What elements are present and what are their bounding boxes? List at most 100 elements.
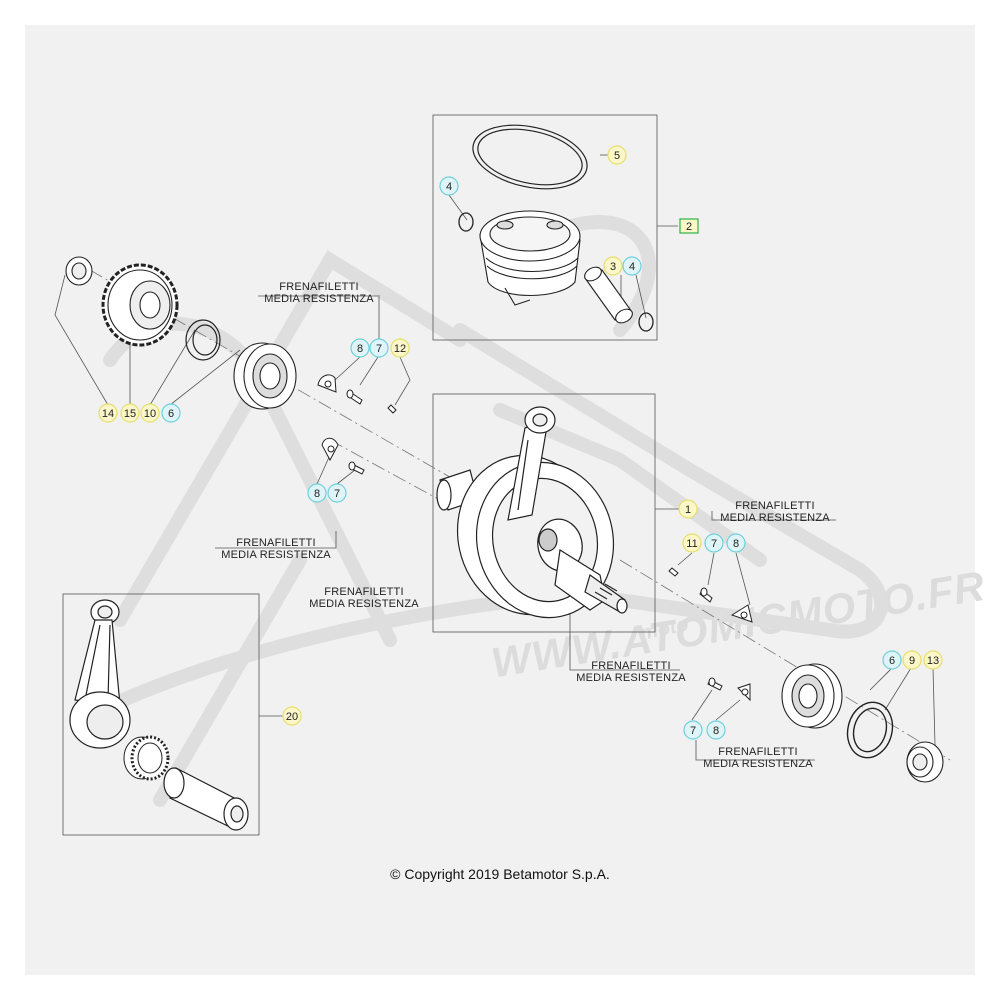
part-badge-key-top: 12 <box>390 338 410 358</box>
part-badge-conrod-kit: 20 <box>282 706 302 726</box>
conrod <box>69 599 131 749</box>
part-badge-shape <box>923 650 943 670</box>
part-badge-shape <box>704 533 724 553</box>
part-badge-shape <box>390 338 410 358</box>
part-badge-seal-left: 10 <box>140 403 160 423</box>
part-badge-plate-mid: 8 <box>307 483 327 503</box>
piston <box>479 210 581 306</box>
part-badge-number: 20 <box>286 711 298 723</box>
part-badge-number: 13 <box>927 655 939 667</box>
part-badge-seal-right: 9 <box>902 650 922 670</box>
crank-pin <box>163 767 249 831</box>
part-badge-bearing-right: 6 <box>882 650 902 670</box>
part-badge-number: 6 <box>168 408 174 420</box>
nut-left <box>65 256 93 286</box>
note-center: FRENAFILETTI MEDIA RESISTENZA <box>302 586 426 610</box>
part-badge-shape <box>369 338 389 358</box>
part-badge-plate-bottom: 8 <box>706 720 726 740</box>
bearing-right <box>781 663 843 729</box>
part-badge-shape <box>682 533 702 553</box>
circlips <box>458 212 654 332</box>
part-badge-screw-bottom: 7 <box>683 720 703 740</box>
part-badge-circlip-right: 4 <box>622 256 642 276</box>
part-badge-number: 15 <box>124 408 136 420</box>
part-badge-number: 9 <box>909 655 915 667</box>
part-badge-nut-left: 14 <box>98 403 118 423</box>
part-badge-piston-kit: 2 <box>679 218 699 234</box>
part-badge-number: 11 <box>686 538 697 550</box>
part-badge-shape <box>120 403 140 423</box>
part-badge-shape <box>683 720 703 740</box>
part-badge-screw-right: 7 <box>704 533 724 553</box>
note-top-line1: FRENAFILETTI <box>279 281 359 293</box>
leader-lines <box>54 154 936 761</box>
part-badge-number: 8 <box>713 725 719 737</box>
part-badge-shape <box>679 218 699 234</box>
part-badge-plate-right: 8 <box>726 533 746 553</box>
part-badge-shape <box>98 403 118 423</box>
note-lower-center-line1: FRENAFILETTI <box>591 660 671 672</box>
part-badge-piston-pin: 3 <box>603 256 623 276</box>
seal-right <box>846 701 894 759</box>
part-badge-number: 8 <box>733 538 739 550</box>
gear <box>101 263 179 347</box>
part-badge-shape <box>307 483 327 503</box>
group-boxes <box>62 114 658 836</box>
part-badge-number: 5 <box>614 150 620 162</box>
part-badge-bearing-left: 6 <box>161 403 181 423</box>
part-badge-number: 7 <box>376 343 382 355</box>
part-badge-screw-top: 7 <box>369 338 389 358</box>
bearing-left <box>233 342 297 410</box>
note-lower-center-line2: MEDIA RESISTENZA <box>576 672 686 684</box>
part-badge-piston-ring: 5 <box>607 145 627 165</box>
crankshaft-conrod <box>507 406 556 521</box>
part-badge-shape <box>282 706 302 726</box>
needle-bearing <box>123 735 170 781</box>
note-mid-left: FRENAFILETTI MEDIA RESISTENZA <box>214 537 338 561</box>
part-badge-shape <box>140 403 160 423</box>
part-badge-number: 7 <box>711 538 717 550</box>
part-badge-circlip-left: 4 <box>439 176 459 196</box>
piston-ring <box>472 124 588 190</box>
part-badge-shape <box>622 256 642 276</box>
note-mid-left-line1: FRENAFILETTI <box>236 537 316 549</box>
part-badge-number: 6 <box>889 655 895 667</box>
part-badge-number: 7 <box>334 488 340 500</box>
note-right-line1: FRENAFILETTI <box>735 500 815 512</box>
part-badge-screw-mid: 7 <box>327 483 347 503</box>
part-badge-number: 4 <box>446 181 452 193</box>
note-bottom-right-line2: MEDIA RESISTENZA <box>703 758 813 770</box>
part-badge-number: 8 <box>314 488 320 500</box>
nut-right <box>906 741 944 783</box>
part-badge-number: 14 <box>102 408 114 420</box>
part-badge-number: 1 <box>685 504 691 516</box>
part-badge-plate-top: 8 <box>350 338 370 358</box>
part-badge-gear: 15 <box>120 403 140 423</box>
part-badge-shape <box>706 720 726 740</box>
part-badge-shape <box>603 256 623 276</box>
part-badge-shape <box>726 533 746 553</box>
crankshaft-box <box>432 393 656 633</box>
part-badge-key-right: 11 <box>682 533 702 553</box>
note-right-line2: MEDIA RESISTENZA <box>720 512 830 524</box>
piston-kit-box <box>432 114 658 341</box>
part-badge-number: 8 <box>357 343 363 355</box>
note-right: FRENAFILETTI MEDIA RESISTENZA <box>713 500 837 524</box>
part-badge-shape <box>161 403 181 423</box>
copyright-text: © Copyright 2019 Betamotor S.p.A. <box>390 866 610 882</box>
part-badge-number: 2 <box>686 221 692 233</box>
part-badge-shape <box>350 338 370 358</box>
part-badge-number: 10 <box>144 408 156 420</box>
part-badge-shape <box>882 650 902 670</box>
part-badge-shape <box>902 650 922 670</box>
part-badge-crankshaft: 1 <box>678 499 698 519</box>
part-badge-number: 12 <box>394 343 406 355</box>
part-badge-nut-right: 13 <box>923 650 943 670</box>
note-lower-center: FRENAFILETTI MEDIA RESISTENZA <box>570 660 692 684</box>
piston-pin <box>584 266 633 324</box>
note-bottom-right: FRENAFILETTI MEDIA RESISTENZA <box>696 746 820 770</box>
part-badge-shape <box>439 176 459 196</box>
note-top: FRENAFILETTI MEDIA RESISTENZA <box>258 281 380 305</box>
